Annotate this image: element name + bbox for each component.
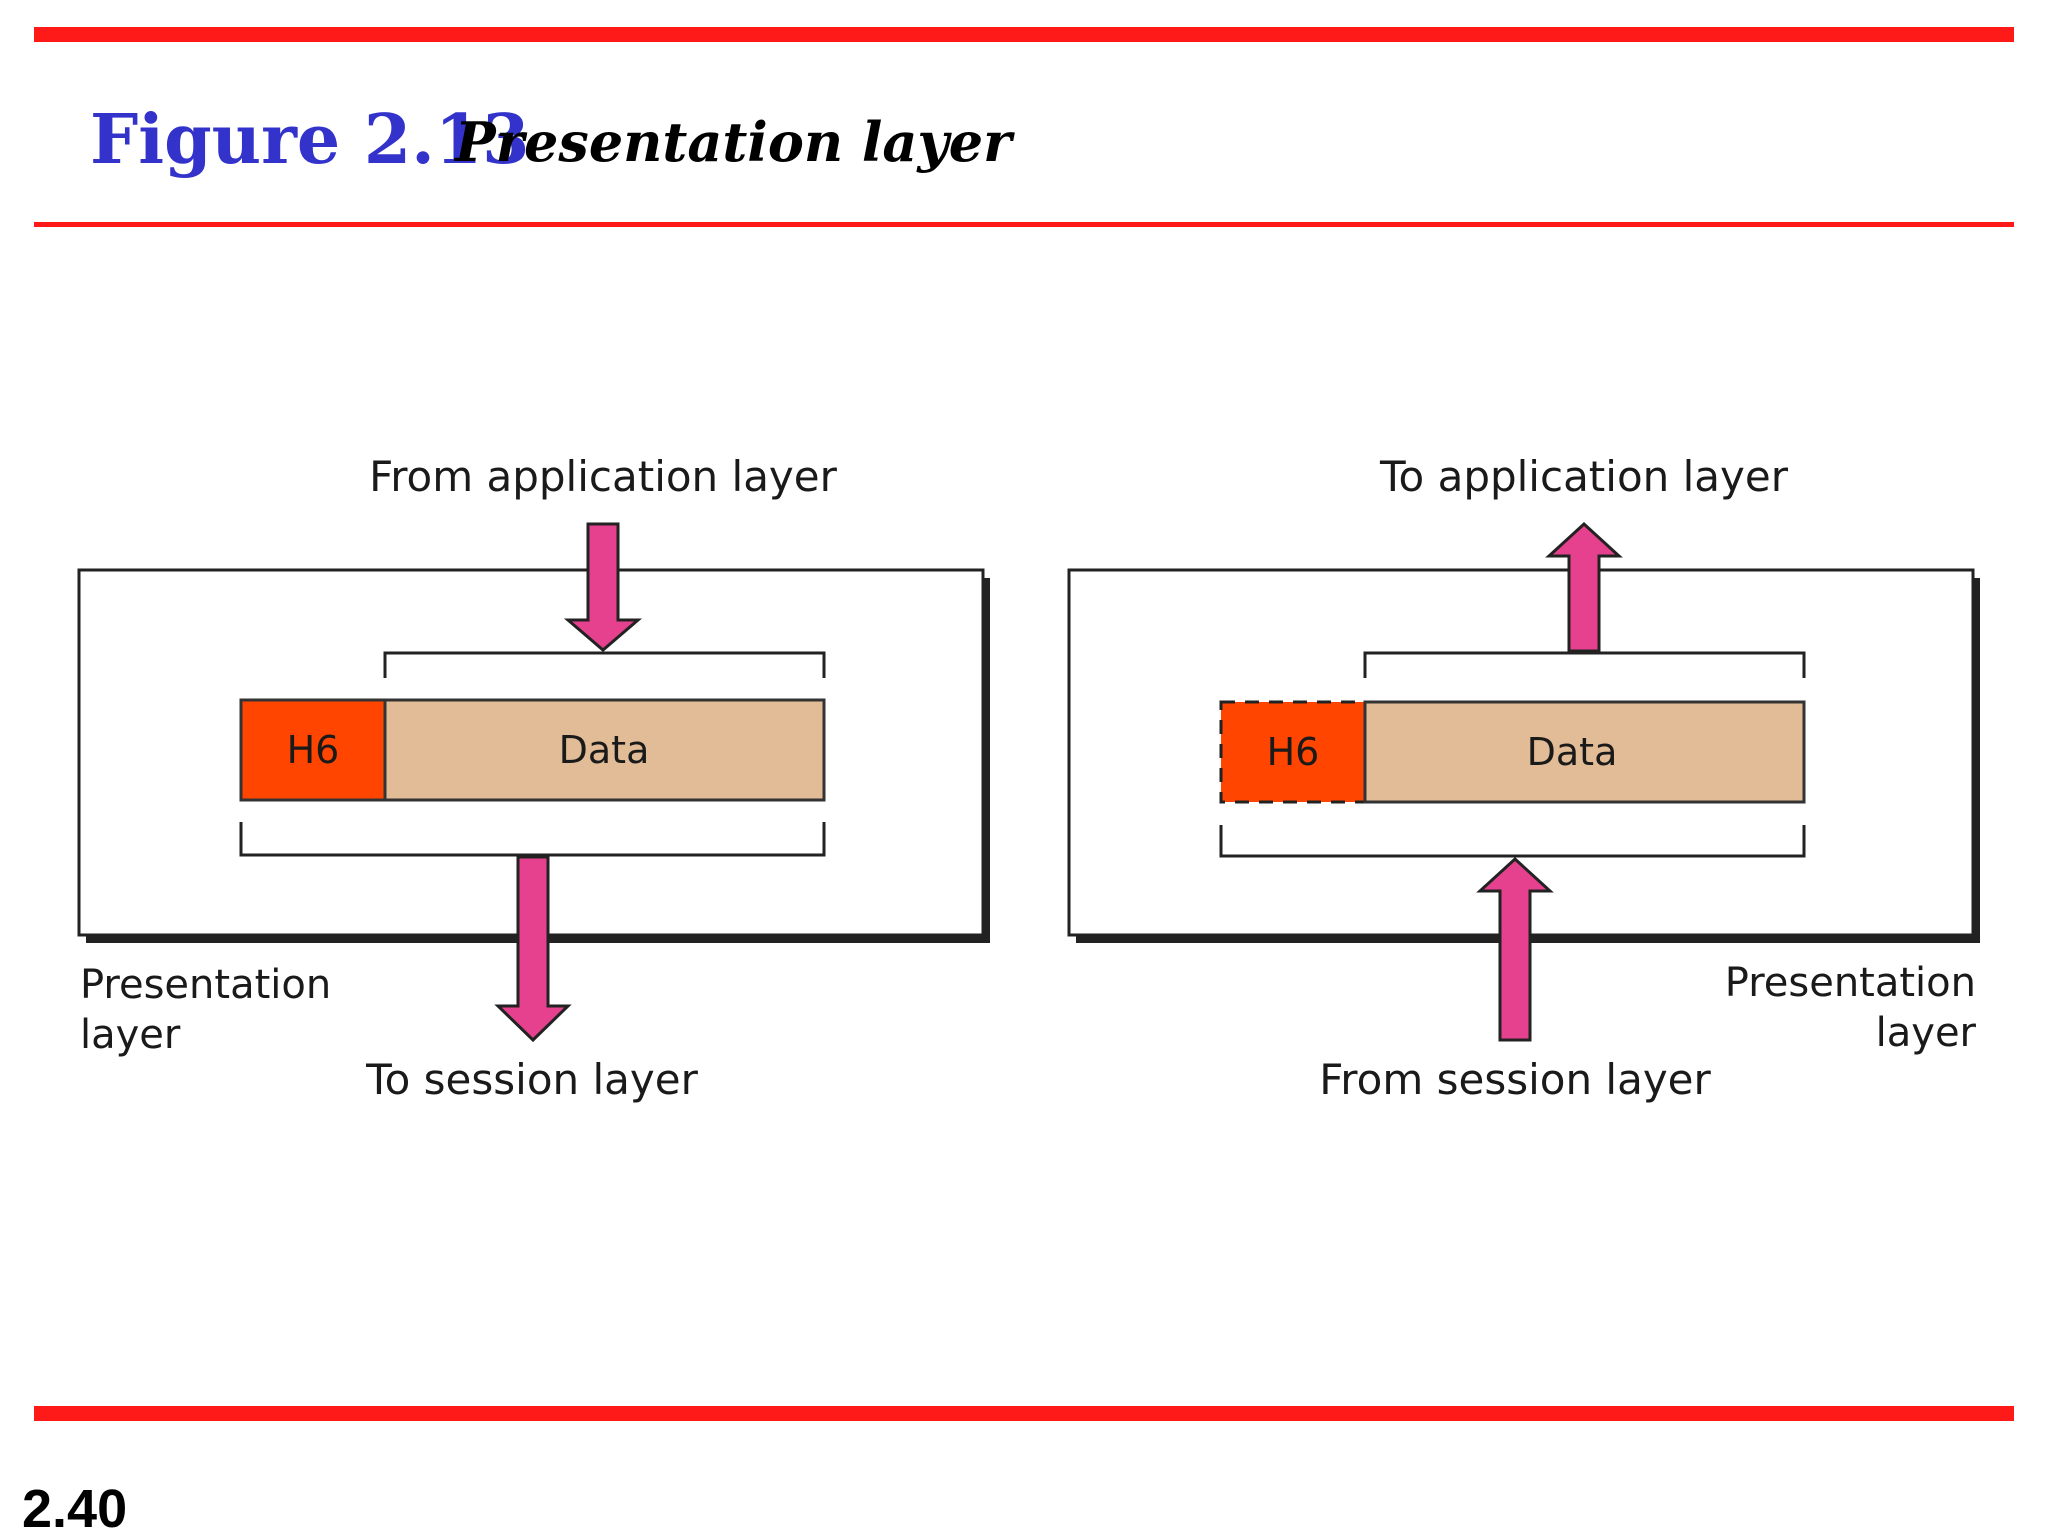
sender-panel: From application layer H6 Data Presentat…: [77, 452, 990, 1104]
top-rule: [34, 27, 2014, 42]
slide-number: 2.40: [22, 1479, 128, 1539]
receiver-bottom-label: From session layer: [1319, 1055, 1711, 1104]
receiver-top-label: To application layer: [1379, 452, 1789, 501]
sender-data-bracket: [383, 651, 826, 678]
receiver-data-bracket: [1363, 651, 1806, 678]
down-arrow-from-application: [563, 522, 643, 652]
receiver-layer-label-line2: layer: [1876, 1010, 1977, 1056]
up-arrow-from-session: [1476, 856, 1554, 1042]
receiver-data-text: Data: [1527, 730, 1618, 774]
sender-data-text: Data: [559, 728, 650, 772]
down-arrow-to-session: [494, 855, 572, 1043]
sender-bottom-label: To session layer: [365, 1055, 698, 1104]
sender-h6-text: H6: [287, 728, 340, 772]
header-rule: [34, 222, 2014, 227]
receiver-h6-header: [1219, 700, 1367, 804]
sender-data-block: [383, 698, 826, 802]
receiver-h6-text: H6: [1267, 730, 1320, 774]
receiver-data-block: [1363, 700, 1806, 804]
receiver-panel: To application layer H6 Data Presentatio…: [1067, 452, 1980, 1104]
sender-h6-header: [239, 698, 387, 802]
receiver-layer-label-line1: Presentation: [1725, 960, 1976, 1006]
up-arrow-to-application: [1545, 521, 1623, 653]
sender-layer-label-line2: layer: [80, 1012, 181, 1058]
sender-layer-label-line1: Presentation: [80, 962, 331, 1008]
sender-top-label: From application layer: [369, 452, 838, 501]
bottom-rule: [34, 1406, 2014, 1421]
sender-pdu-bracket: [239, 822, 826, 857]
figure-title: Presentation layer: [455, 110, 1012, 174]
figure-number: Figure 2.13: [90, 100, 530, 180]
receiver-pdu-bracket: [1219, 825, 1806, 858]
